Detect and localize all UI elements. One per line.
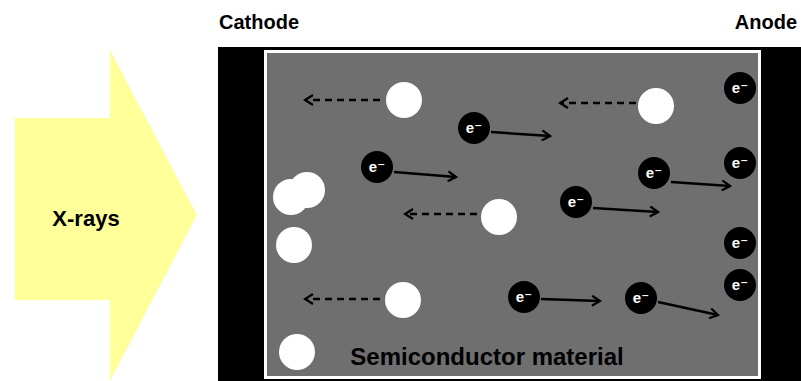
electron-arrow — [658, 302, 718, 315]
hole-arrow — [405, 213, 477, 216]
electron-label: e⁻ — [646, 164, 662, 182]
electron-label: e⁻ — [466, 119, 482, 137]
electrode-label: Anode — [735, 10, 797, 34]
electron-arrow — [541, 299, 600, 301]
arrow-fill — [15, 50, 197, 381]
electron: e⁻ — [724, 72, 756, 104]
electron-arrow — [394, 172, 456, 177]
electrode-gap — [264, 50, 761, 379]
electron-label: e⁻ — [732, 154, 748, 172]
holes — [273, 82, 674, 370]
electron-label: e⁻ — [568, 193, 584, 211]
electron-label: e⁻ — [369, 158, 385, 176]
electron: e⁻ — [560, 186, 592, 218]
electron: e⁻ — [625, 282, 657, 314]
hole — [638, 88, 674, 124]
arrow-label: X-rays — [52, 206, 119, 232]
electrode-frame — [218, 47, 801, 381]
hole — [276, 227, 312, 263]
electron: e⁻ — [724, 269, 756, 301]
hole-arrow — [305, 99, 380, 102]
electron-label: e⁻ — [732, 276, 748, 294]
hole-arrow — [560, 102, 636, 105]
electron-arrow — [491, 132, 550, 136]
electrode-label: Cathode — [219, 10, 299, 34]
hole — [385, 282, 421, 318]
hole-drift-arrows — [305, 100, 636, 299]
electron-label: e⁻ — [732, 234, 748, 252]
hole — [279, 334, 315, 370]
electron: e⁻ — [724, 147, 756, 179]
electron: e⁻ — [458, 112, 490, 144]
semiconductor-region: Semiconductor material e⁻ e⁻ e⁻ e⁻ e⁻ e⁻ e⁻ e⁻ e⁻… — [267, 53, 758, 376]
hole — [386, 82, 422, 118]
electron-arrow — [593, 208, 658, 212]
electron-label: e⁻ — [516, 288, 532, 306]
electron: e⁻ — [361, 151, 393, 183]
electron-label: e⁻ — [633, 289, 649, 307]
electron-arrow — [671, 182, 730, 186]
electron-drift-arrows — [394, 132, 730, 315]
electron: e⁻ — [724, 227, 756, 259]
electron-label: e⁻ — [732, 79, 748, 97]
electron: e⁻ — [638, 157, 670, 189]
semiconductor-fill — [267, 53, 758, 376]
hole — [481, 199, 517, 235]
xray-arrow: X-rays — [15, 50, 197, 381]
hole — [289, 172, 325, 208]
region-label: Semiconductor material — [350, 343, 623, 372]
hole-arrow — [305, 298, 380, 301]
electron: e⁻ — [508, 281, 540, 313]
